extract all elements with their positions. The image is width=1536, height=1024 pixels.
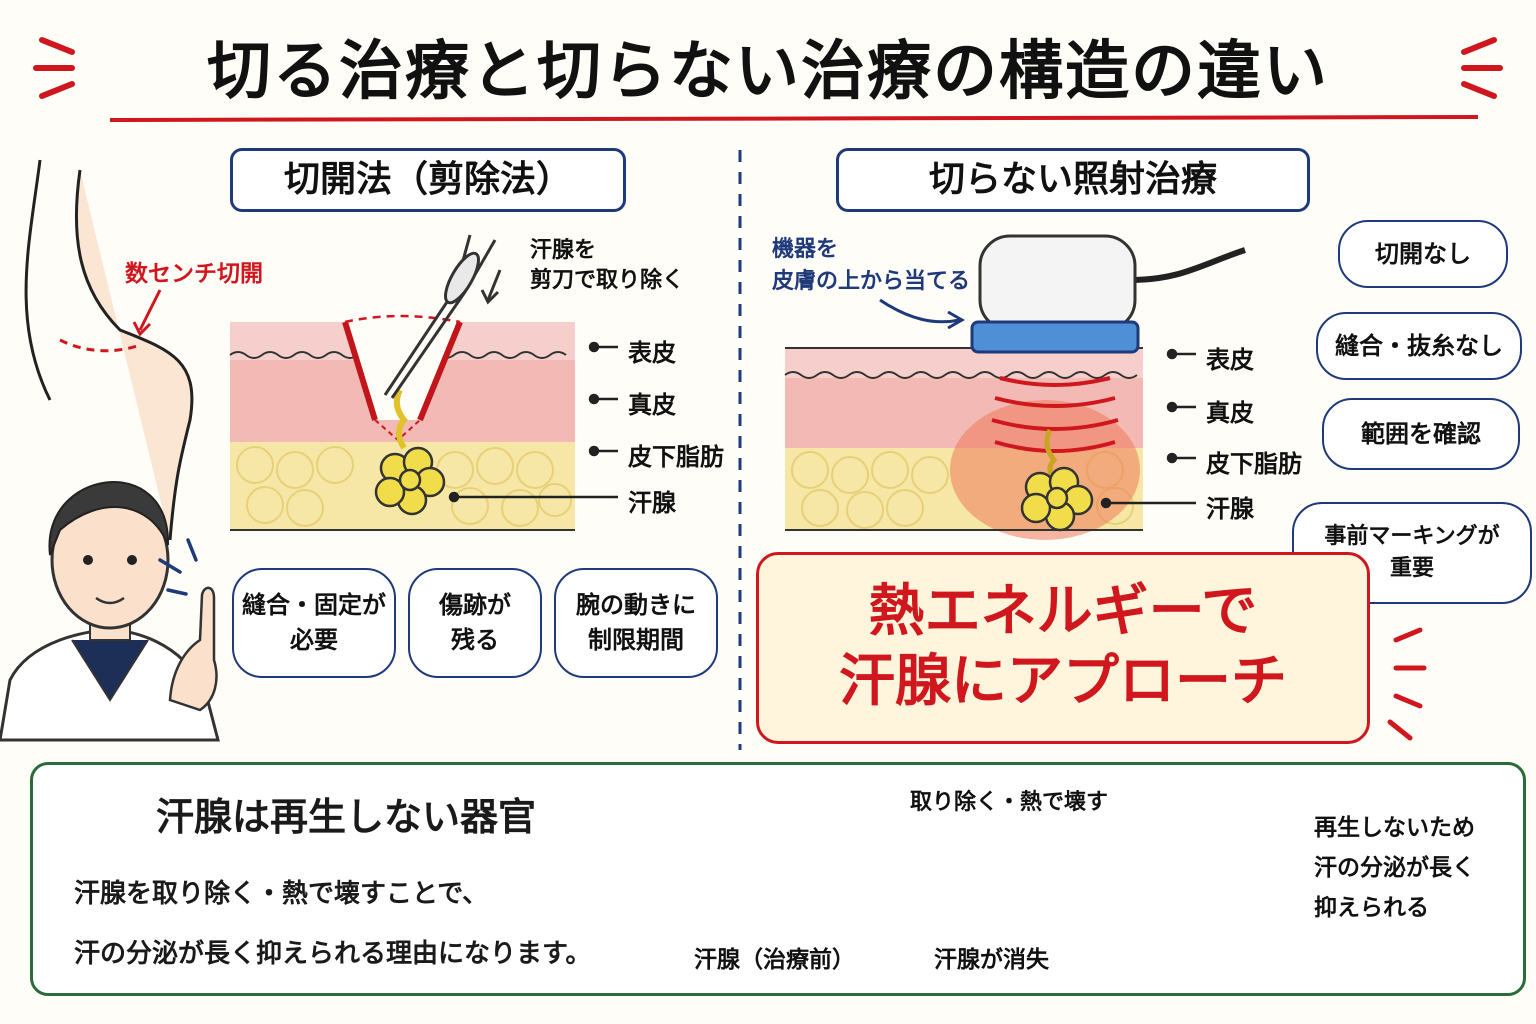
bubble-scar-remains: 傷跡が 残る [408, 568, 542, 678]
skin-section-left [229, 314, 575, 531]
bottom-description: 汗腺を取り除く・熱で壊すことで、 汗の分泌が長く抑えられる理由になります。 [74, 879, 592, 969]
title-accent-left [33, 37, 75, 99]
device-note: 機器を 皮膚の上から当てる [772, 237, 971, 294]
right-panel-heading: 切らない照射治療 [836, 148, 1310, 212]
arm-illustration [24, 159, 194, 541]
bubble-no-incision: 切開なし [1338, 220, 1508, 288]
title-underline [109, 115, 1479, 122]
sweat-gland-right [1020, 466, 1094, 532]
right-label-gland: 汗腺 [1206, 495, 1254, 523]
left-label-epidermis: 表皮 [628, 339, 676, 367]
right-label-fat: 皮下脂肪 [1206, 450, 1302, 478]
left-label-dermis: 真皮 [628, 391, 676, 419]
bubble-no-suture: 縫合・抜糸なし [1316, 312, 1522, 380]
left-label-fat: 皮下脂肪 [628, 443, 724, 471]
highlight-text: 熱エネルギーで 汗腺にアプローチ [839, 579, 1287, 714]
highlight-box: 熱エネルギーで 汗腺にアプローチ [756, 552, 1370, 744]
left-layer-leaders [448, 341, 618, 503]
incision-note: 数センチ切開 [125, 261, 263, 287]
right-label-dermis: 真皮 [1206, 399, 1254, 427]
page-title: 切る治療と切らない治療の構造の違い [207, 35, 1329, 109]
bubble-check-range: 範囲を確認 [1322, 398, 1520, 470]
step-before-label: 汗腺（治療前） [694, 947, 855, 973]
skin-section-right [784, 347, 1143, 540]
bottom-heading: 汗腺は再生しない器官 [156, 795, 537, 839]
bottom-panel [30, 762, 1526, 996]
scissors-icon [383, 234, 502, 399]
step-after-label: 汗腺が消失 [934, 947, 1049, 973]
result-text: 再生しないため 汗の分泌が長く 抑えられる [1314, 815, 1475, 921]
device-icon [970, 234, 1246, 354]
doctor-illustration [0, 481, 220, 742]
step-action-label: 取り除く・熱で壊す [910, 790, 1109, 815]
device-pointer-arrow [879, 298, 961, 324]
bubble-suture-required: 縫合・固定が 必要 [232, 568, 396, 678]
left-panel-heading: 切開法（剪除法） [230, 148, 626, 212]
scissors-note: 汗腺を 剪刀で取り除く [530, 238, 685, 293]
title-accent-right [1461, 37, 1503, 99]
right-label-epidermis: 表皮 [1206, 346, 1254, 374]
highlight-accent [1387, 627, 1427, 741]
sweat-gland-left [374, 446, 446, 516]
left-label-gland: 汗腺 [628, 489, 676, 517]
bubble-arm-restriction: 腕の動きに 制限期間 [554, 568, 718, 678]
right-layer-leaders [1100, 348, 1196, 509]
